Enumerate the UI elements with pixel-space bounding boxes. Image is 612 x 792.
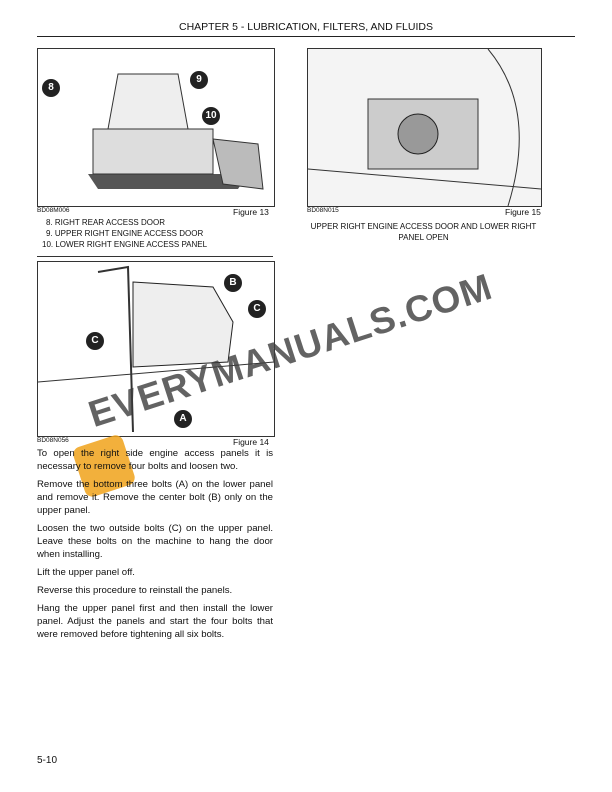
dozer-illustration — [88, 73, 264, 190]
paragraph: Reverse this procedure to reinstall the … — [37, 585, 233, 596]
engine-illustration — [307, 48, 542, 207]
callout-a: A — [174, 410, 192, 428]
callout-9: 9 — [190, 71, 208, 89]
figure-13-legend: 8. RIGHT REAR ACCESS DOOR 9. UPPER RIGHT… — [42, 217, 207, 250]
figure-15-caption: UPPER RIGHT ENGINE ACCESS DOOR AND LOWER… — [310, 222, 537, 242]
figure-14-image: B C C A — [37, 261, 275, 437]
page-number: 5-10 — [37, 755, 58, 766]
figure-15-label: Figure 15 — [505, 207, 541, 217]
figure-13-image: 8 9 10 — [37, 48, 275, 207]
figure-14-code: BD08N056 — [37, 437, 69, 444]
engine-panel-illustration — [37, 265, 275, 433]
legend-item: 9. UPPER RIGHT ENGINE ACCESS DOOR — [46, 229, 204, 238]
paragraph: Loosen the two outside bolts (C) on the … — [37, 523, 273, 560]
paragraph: To open the right side engine access pan… — [37, 448, 273, 472]
callout-c-right: C — [248, 300, 266, 318]
legend-item: 10. LOWER RIGHT ENGINE ACCESS PANEL — [42, 240, 208, 249]
chapter-header: CHAPTER 5 - LUBRICATION, FILTERS, AND FL… — [179, 21, 433, 33]
callout-10: 10 — [202, 107, 220, 125]
figure-14-label: Figure 14 — [233, 437, 269, 447]
header-rule — [37, 36, 575, 37]
legend-item: 8. RIGHT REAR ACCESS DOOR — [46, 218, 165, 227]
figure-13-code: BD08M006 — [37, 207, 70, 214]
callout-b: B — [224, 274, 242, 292]
callout-c-left: C — [86, 332, 104, 350]
paragraph: Remove the bottom three bolts (A) on the… — [37, 479, 273, 516]
figure-13-label: Figure 13 — [233, 207, 269, 217]
figure-15-image — [307, 48, 542, 207]
divider — [37, 256, 273, 257]
paragraph: Lift the upper panel off. — [37, 567, 135, 578]
paragraph: Hang the upper panel first and then inst… — [37, 603, 273, 640]
instructions-text: To open the right side engine access pan… — [37, 447, 273, 646]
figure-15-code: BD08N015 — [307, 207, 339, 214]
callout-8: 8 — [42, 79, 60, 97]
